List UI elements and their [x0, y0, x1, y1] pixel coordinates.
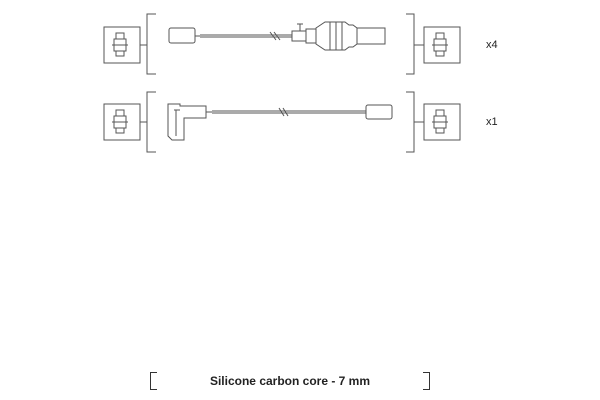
connector-icon — [103, 103, 141, 141]
caption: Silicone carbon core - 7 mm — [150, 368, 430, 394]
angled-boot-lead — [167, 103, 393, 141]
caption-right-bracket — [423, 372, 430, 390]
row-1 — [103, 13, 461, 75]
right-bracket — [406, 91, 424, 153]
caption-text: Silicone carbon core - 7 mm — [209, 374, 371, 388]
connector-icon — [103, 26, 141, 64]
connector-icon — [423, 103, 461, 141]
connector-icon — [423, 26, 461, 64]
left-bracket — [140, 13, 156, 75]
caption-left-bracket — [150, 372, 157, 390]
quantity-label-row-2: x1 — [486, 116, 498, 128]
row-2 — [103, 91, 461, 153]
left-bracket — [140, 91, 156, 153]
straight-boot-lead — [168, 21, 386, 51]
right-bracket — [406, 13, 424, 75]
quantity-label-row-1: x4 — [486, 39, 498, 51]
